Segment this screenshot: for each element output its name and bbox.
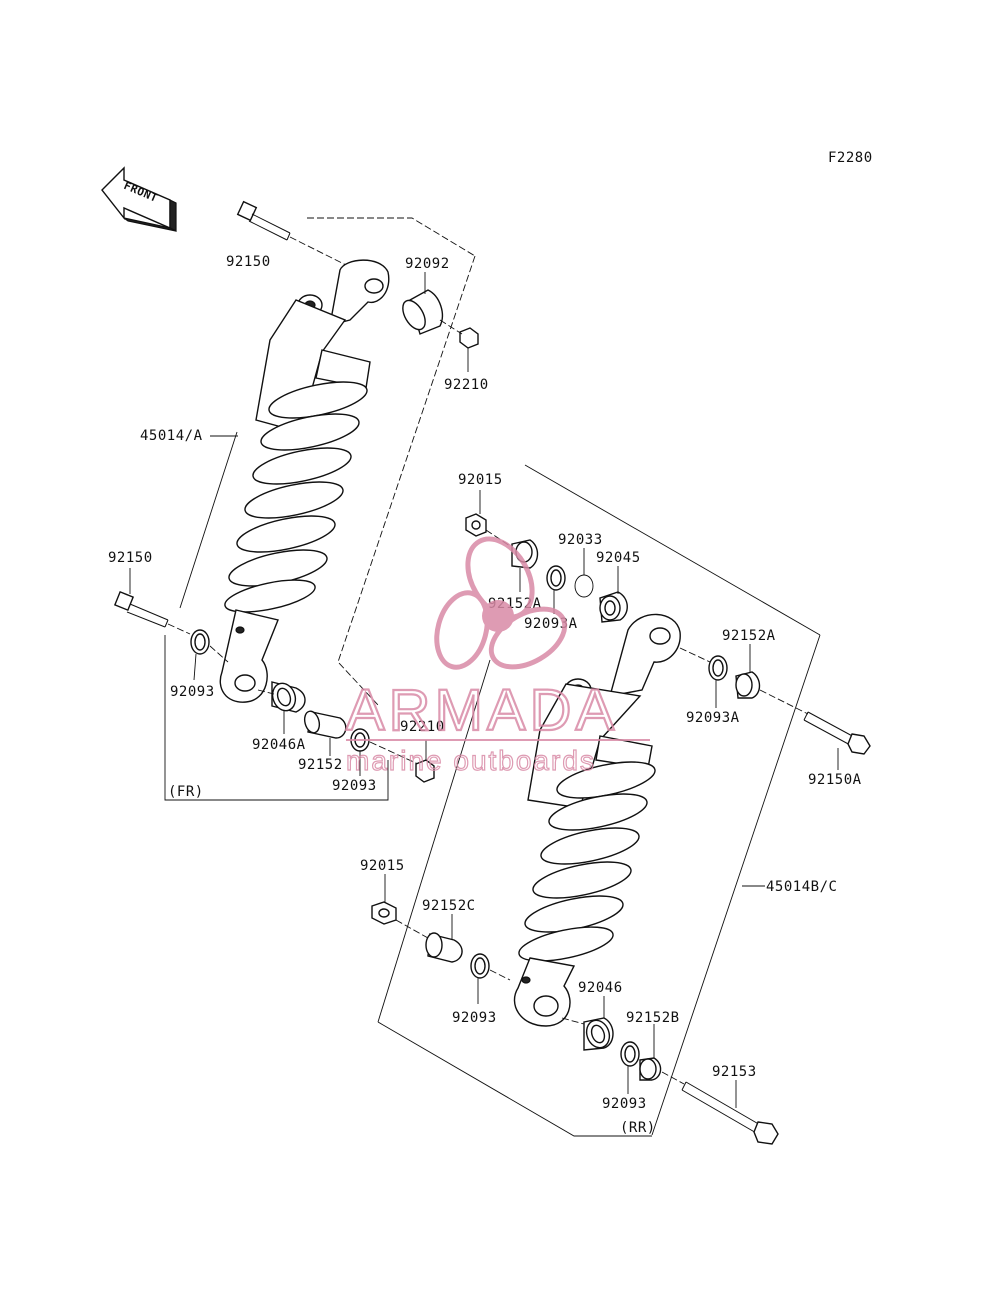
watermark-brand: ARMADA [346,678,618,743]
label-rr-washer-bottom-left: 92093 [452,1010,497,1026]
rr-washer-bottom-left [470,953,511,1004]
label-fr-bearing: 92046A [252,737,306,753]
label-fr-bolt-top: 92150 [226,254,271,270]
rr-bottom-nut [371,874,429,939]
label-rr-bolt-bottom: 92153 [712,1064,757,1080]
label-rr-collar-top-right: 92152A [722,628,776,644]
label-rr-nut-top: 92015 [458,472,503,488]
rr-circlip [574,548,594,598]
rr-top-nut [465,490,511,547]
label-fr-nut-bottom: 92210 [400,719,445,735]
label-rr-nut-bottom: 92015 [360,858,405,874]
rr-group-outline-bottom [377,1021,652,1137]
rr-group-outline-top [524,464,821,636]
label-fr-nut-top: 92210 [444,377,489,393]
label-fr-bolt-bottom: 92150 [108,550,153,566]
label-rr-circlip: 92033 [558,532,603,548]
label-fr-washer-left: 92093 [170,684,215,700]
fr-group-outline-right [337,255,476,706]
label-fr-shock: 45014/A [140,428,203,444]
label-rr-bolt-top: 92150A [808,772,862,788]
label-rr-washer-bottom-right: 92093 [602,1096,647,1112]
watermark-tagline: marine outboards [346,745,596,776]
label-fr-collar: 92152 [298,757,343,773]
rr-washer-bottom-right [620,1041,640,1094]
fr-collar [303,710,347,756]
fr-group-outline-left [179,431,238,609]
rr-washer-top-left [546,565,566,614]
label-rr-washer-top-right: 92093A [686,710,740,726]
rr-group-outline-left [377,659,491,1023]
fr-group-outline-top [307,217,476,257]
fr-needle-bearing [257,681,306,734]
label-fr-washer-right: 92093 [332,778,377,794]
label-fr-bushing-top: 92092 [405,256,450,272]
rr-collar-top-right [735,644,761,699]
fr-top-nut [439,319,479,372]
front-arrow-icon: FRONT [101,166,177,232]
rr-top-bushing [599,566,628,623]
label-rr-washer-top-left: 92093A [524,616,578,632]
rr-bottom-bolt [681,1080,779,1145]
label-rear-group: (RR) [620,1120,656,1136]
propeller-icon [434,536,568,670]
fr-bottom-bolt [113,568,191,635]
label-rr-collar-bottom-right: 92152B [626,1010,680,1026]
fr-washer-left [190,629,229,681]
rr-shock-absorber [513,613,681,1027]
label-rr-collar-bottom: 92152C [422,898,476,914]
label-front-group: (FR) [168,784,204,800]
rr-collar-bottom-right [639,1024,685,1085]
label-rr-bushing-top: 92045 [596,550,641,566]
fr-group-bracket [164,635,389,801]
label-rr-shock: 45014B/C [766,879,837,895]
figure-code: F2280 [828,150,873,166]
fr-bottom-nut [415,740,435,783]
rr-washer-top-right [679,647,728,708]
armada-watermark: ARMADA marine outboards [345,536,650,777]
rr-needle-bearing [561,996,614,1051]
label-rr-bearing: 92046 [578,980,623,996]
rr-collar-bottom [425,914,463,963]
rr-group-outline-right [651,634,821,1136]
fr-top-bushing [402,272,444,335]
fr-shock-absorber [219,259,390,703]
rr-top-bolt [759,689,871,770]
